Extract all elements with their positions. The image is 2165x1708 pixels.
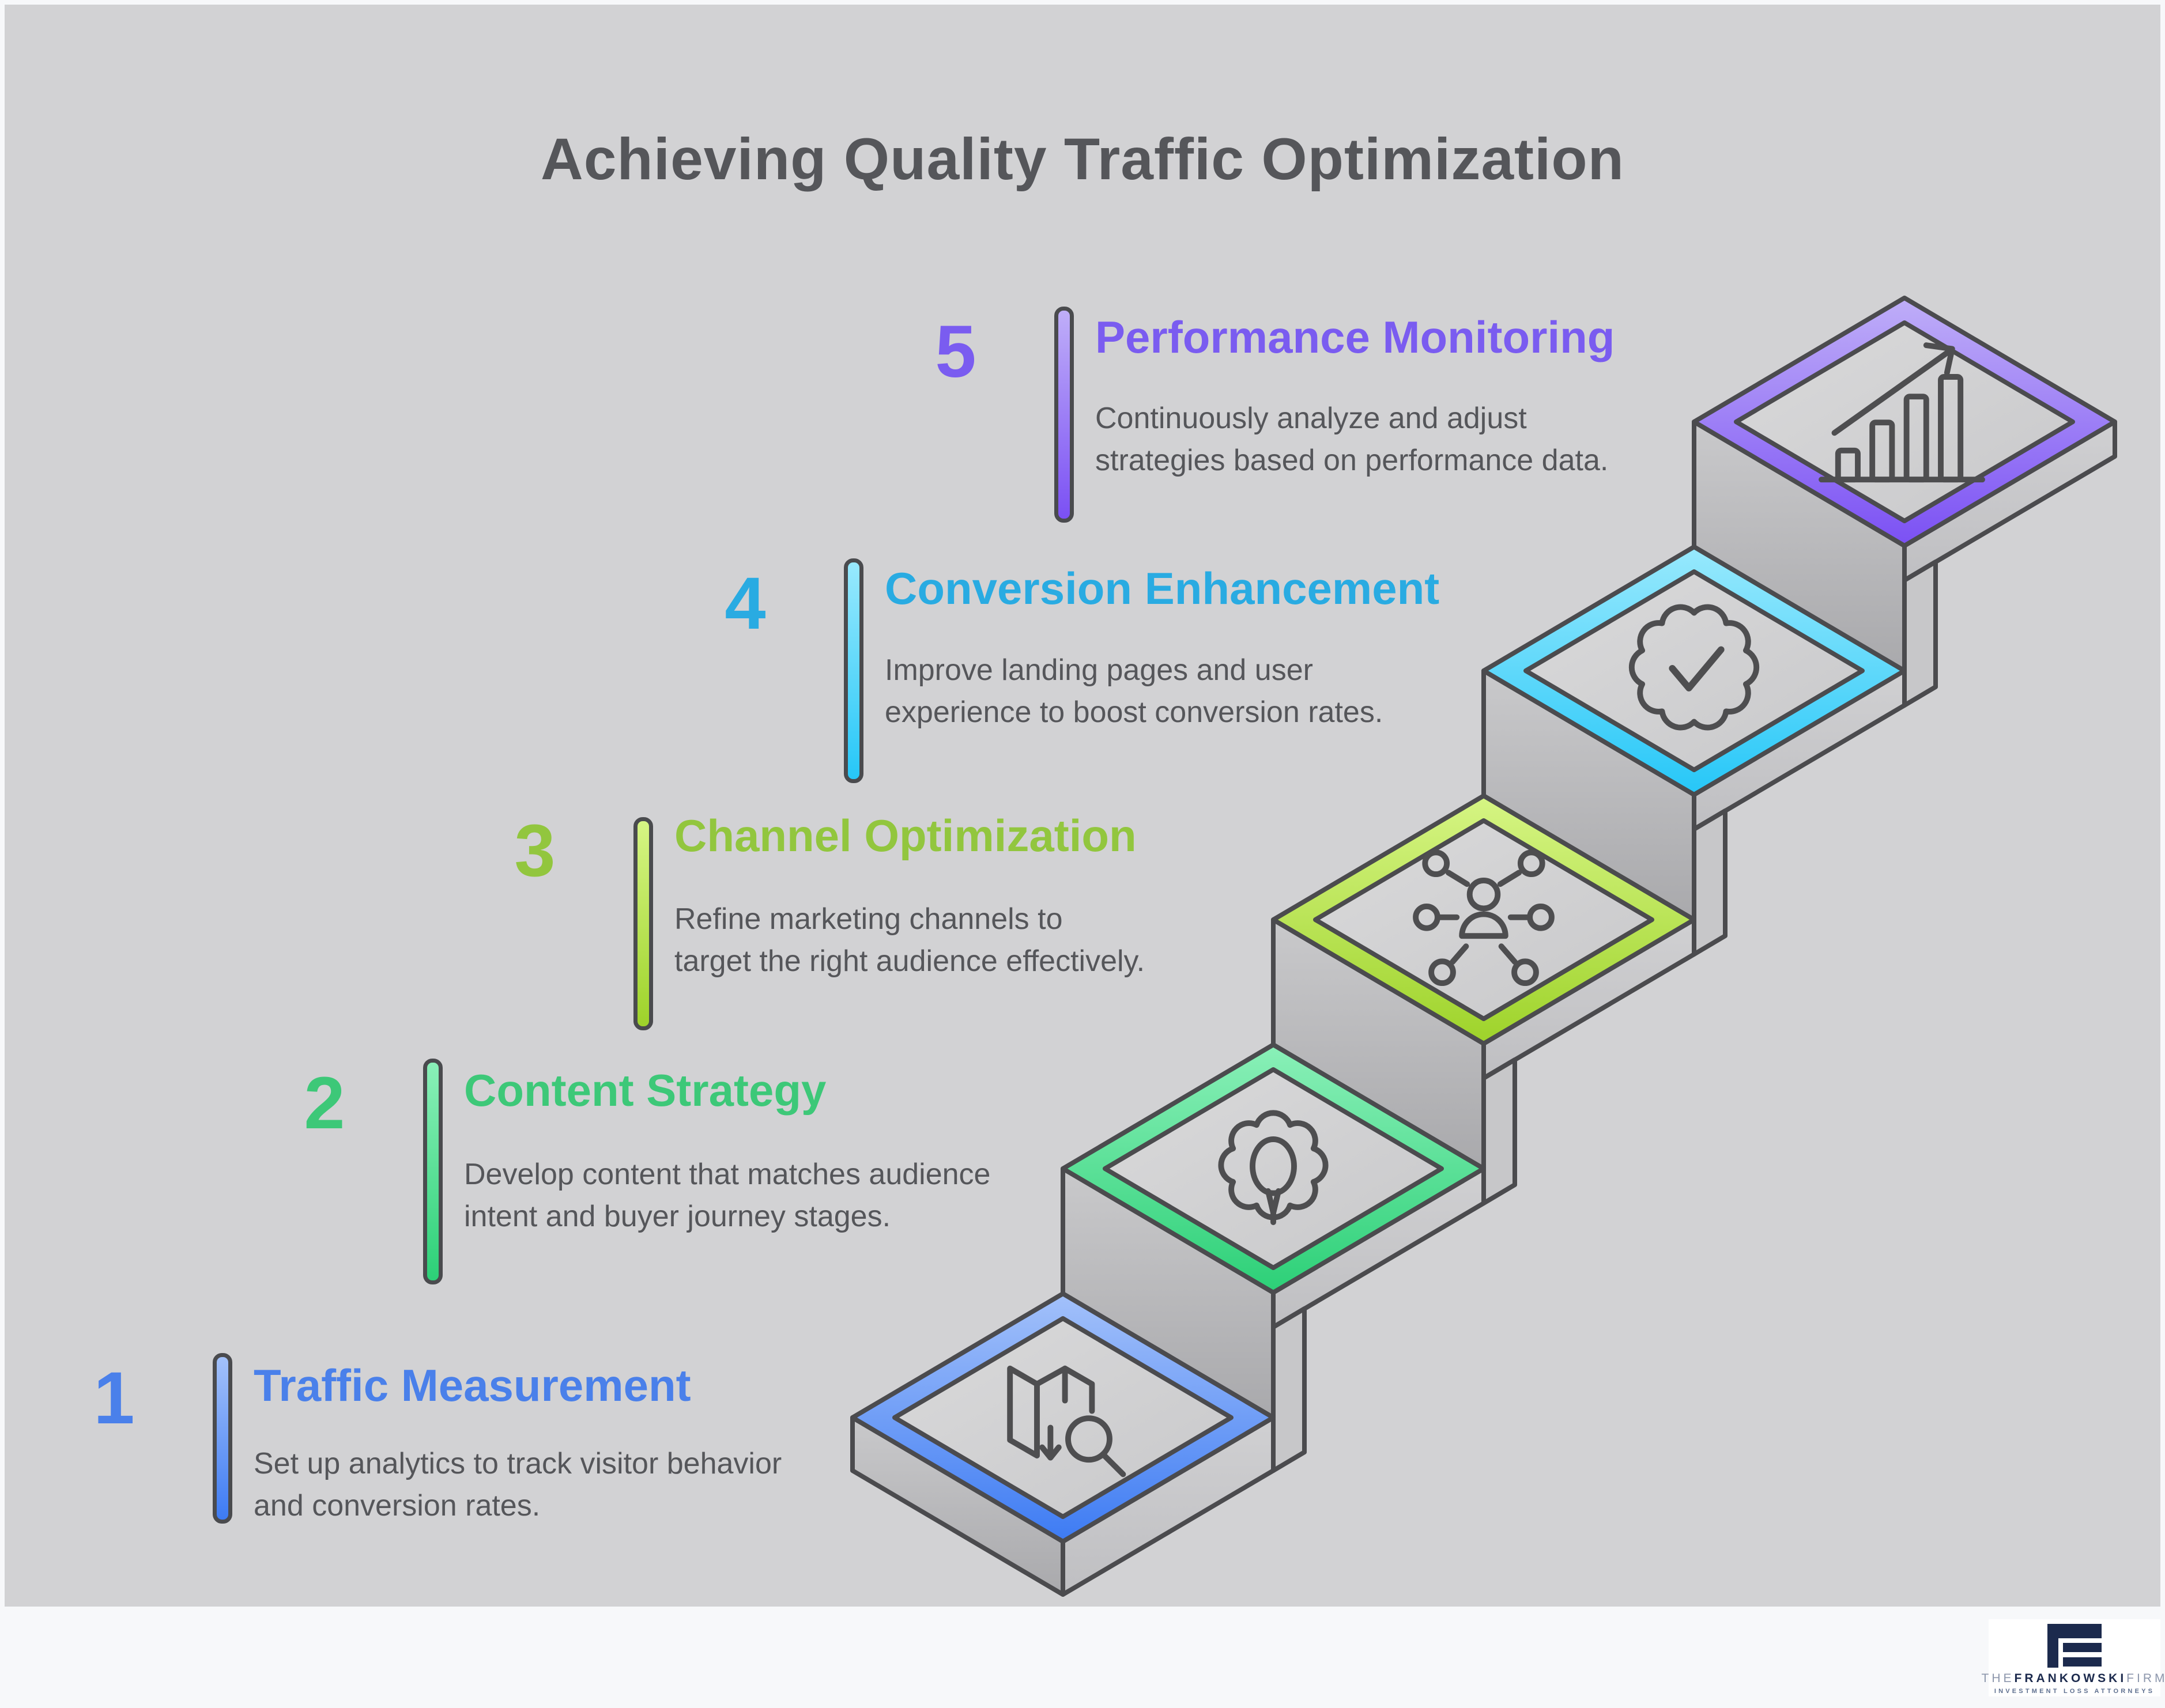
step-2-diamond-face <box>1103 1067 1444 1270</box>
step-number: 3 <box>514 810 556 892</box>
step-description: Refine marketing channels to target the … <box>674 902 1145 978</box>
step-3-platform <box>1271 793 1696 1206</box>
step-title: Performance Monitoring <box>1095 312 1615 362</box>
step-number: 5 <box>935 311 976 393</box>
step-title: Content Strategy <box>464 1065 827 1116</box>
step-number: 2 <box>304 1062 345 1144</box>
gear-lightbulb-icon <box>1218 1110 1329 1225</box>
step-4-platform <box>1481 545 1907 957</box>
step-title: Conversion Enhancement <box>885 563 1440 614</box>
step-4-diamond-face <box>1523 569 1865 772</box>
step-4-side-band <box>1692 808 1728 957</box>
company-logo: THEFRANKOWSKIFIRM INVESTMENT LOSS ATTORN… <box>1982 1619 2164 1696</box>
step-accent-bar <box>213 1353 232 1524</box>
step-title: Traffic Measurement <box>254 1360 691 1411</box>
step-5-side-band <box>1902 560 1938 708</box>
step-accent-bar <box>1054 307 1074 523</box>
footer-strip <box>0 1607 2165 1708</box>
logo-tagline: INVESTMENT LOSS ATTORNEYS <box>1994 1688 2155 1695</box>
page-title: Achieving Quality Traffic Optimization <box>541 126 1624 192</box>
step-accent-bar <box>844 558 863 783</box>
step-1-diamond-face <box>892 1316 1234 1519</box>
step-number: 1 <box>93 1357 135 1439</box>
step-description: Set up analytics to track visitor behavi… <box>254 1447 782 1522</box>
step-description: Improve landing pages and user experienc… <box>885 653 1383 729</box>
step-2-platform <box>1061 1042 1486 1473</box>
logo-wordmark: THEFRANKOWSKIFIRM <box>1981 1672 2165 1685</box>
step-2-side-band <box>1271 1306 1307 1473</box>
step-title: Channel Optimization <box>674 810 1137 861</box>
step-accent-bar <box>633 817 653 1030</box>
step-description: Develop content that matches audience in… <box>464 1158 991 1233</box>
step-accent-bar <box>423 1059 443 1284</box>
audience-network-icon <box>1413 849 1555 987</box>
step-1-platform <box>850 1291 1276 1597</box>
step-number: 4 <box>725 562 766 645</box>
step-description: Continuously analyze and adjust strategi… <box>1095 402 1609 477</box>
step-3-side-band <box>1481 1057 1517 1206</box>
frankowski-f-mark-icon <box>2047 1624 2102 1668</box>
verified-badge-icon <box>1628 604 1760 731</box>
growth-chart-icon <box>1819 342 1985 483</box>
map-search-icon <box>1007 1365 1126 1478</box>
